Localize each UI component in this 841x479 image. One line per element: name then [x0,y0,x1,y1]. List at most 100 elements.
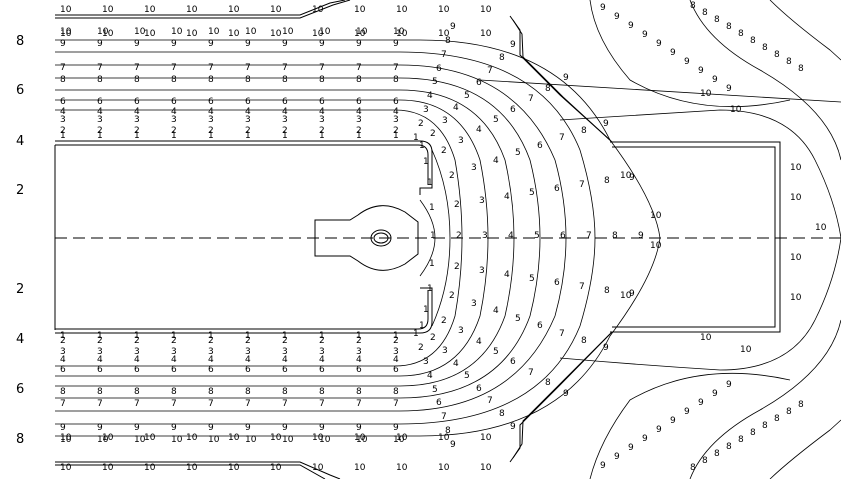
bottom-outer-wall [55,461,341,479]
contour-value-label: 4 [171,107,177,117]
upper-channel-wall-inner [55,144,429,185]
contour-value-label: 3 [171,347,177,357]
lower-channel-wall [55,287,433,334]
contour-line [689,319,841,479]
contour-value-label: 8 [726,22,732,32]
top-outer-wall [55,0,346,16]
contour-value-label: 9 [698,398,704,408]
contour-value-label: 4 [134,355,140,365]
contour-value-label: 10 [396,5,408,15]
contour-value-label: 8 [97,75,103,85]
contour-value-label: 3 [319,115,325,125]
contour-value-label: 8 [282,387,288,397]
contour-value-label: 4 [282,355,288,365]
contour-value-label: 1 [423,157,429,167]
contour-value-label: 3 [458,326,464,336]
contour-value-label: 10 [282,435,294,445]
contour-value-label: 9 [510,422,516,432]
contour-value-label: 9 [600,3,606,13]
contour-value-label: 3 [471,163,477,173]
contour-value-label: 2 [456,231,462,241]
contour-value-label: 1 [393,331,399,341]
contour-value-label: 1 [319,131,325,141]
contour-value-label: 3 [319,347,325,357]
contour-value-label: 10 [620,291,632,301]
contour-value-label: 10 [319,435,331,445]
contour-value-label: 3 [134,115,140,125]
contour-value-label: 8 [750,36,756,46]
contour-value-label: 5 [529,188,535,198]
contour-value-label: 3 [245,347,251,357]
contour-value-label: 10 [393,435,405,445]
contour-value-label: 1 [423,305,429,315]
contour-value-label: 10 [312,5,324,15]
contour-value-label: 3 [482,231,488,241]
contour-value-label: 8 [690,463,696,473]
contour-value-label: 10 [312,433,324,443]
contour-value-label: 1 [356,331,362,341]
contour-value-label: 4 [453,359,459,369]
contour-value-label: 6 [134,97,140,107]
contour-value-label: 7 [171,399,177,409]
contour-value-label: 1 [208,331,214,341]
contour-value-label: 9 [97,39,103,49]
contour-value-label: 5 [464,371,470,381]
contour-value-label: 6 [97,365,103,375]
contour-value-label: 9 [97,423,103,433]
contour-value-label: 10 [134,435,146,445]
contour-value-label: 9 [684,57,690,67]
contour-value-label: 3 [423,357,429,367]
contour-value-label: 10 [134,27,146,37]
contour-value-label: 10 [650,211,662,221]
contour-value-label: 10 [186,433,198,443]
contour-value-label: 10 [815,223,827,233]
contour-line [55,89,515,387]
contour-value-label: 2 [245,126,251,136]
contour-value-label: 6 [319,97,325,107]
contour-value-label: 2 [449,171,455,181]
contour-value-label: 8 [726,442,732,452]
contour-value-label: 4 [504,270,510,280]
contour-value-label: 9 [712,389,718,399]
contour-line [55,109,463,367]
contour-value-label: 6 [436,64,442,74]
contour-value-label: 8 [171,387,177,397]
contour-value-label: 10 [480,433,492,443]
contour-value-label: 9 [642,30,648,40]
contour-value-label: 1 [427,178,433,188]
contour-value-label: 10 [270,463,282,473]
gate-structure [314,205,419,271]
contour-value-label: 10 [186,463,198,473]
contour-value-label: 3 [134,347,140,357]
contour-value-label: 10 [60,5,72,15]
contour-value-label: 10 [102,433,114,443]
axis-tick-label: 2 [16,183,24,198]
contour-value-label: 7 [356,63,362,73]
contour-value-label: 10 [393,27,405,37]
contour-value-label: 8 [134,387,140,397]
contour-value-label: 3 [442,346,448,356]
contour-value-label: 1 [282,331,288,341]
contour-value-label: 8 [60,75,66,85]
contour-value-label: 8 [786,57,792,67]
contour-value-label: 10 [700,89,712,99]
contour-value-label: 10 [480,463,492,473]
contour-value-label: 6 [393,97,399,107]
contour-value-label: 4 [134,107,140,117]
contour-value-label: 5 [432,77,438,87]
contour-value-label: 3 [208,347,214,357]
contour-value-label: 10 [396,463,408,473]
contour-value-label: 1 [97,131,103,141]
contour-value-label: 8 [245,75,251,85]
contour-value-label: 3 [458,136,464,146]
contour-value-label: 2 [430,333,436,343]
contour-value-label: 8 [97,387,103,397]
contour-value-label: 4 [504,192,510,202]
contour-value-label: 9 [171,39,177,49]
contour-value-label: 1 [171,331,177,341]
contour-value-label: 4 [245,355,251,365]
contour-value-label: 10 [144,5,156,15]
contour-value-label: 9 [563,389,569,399]
contour-value-label: 4 [171,355,177,365]
contour-value-label: 10 [171,27,183,37]
